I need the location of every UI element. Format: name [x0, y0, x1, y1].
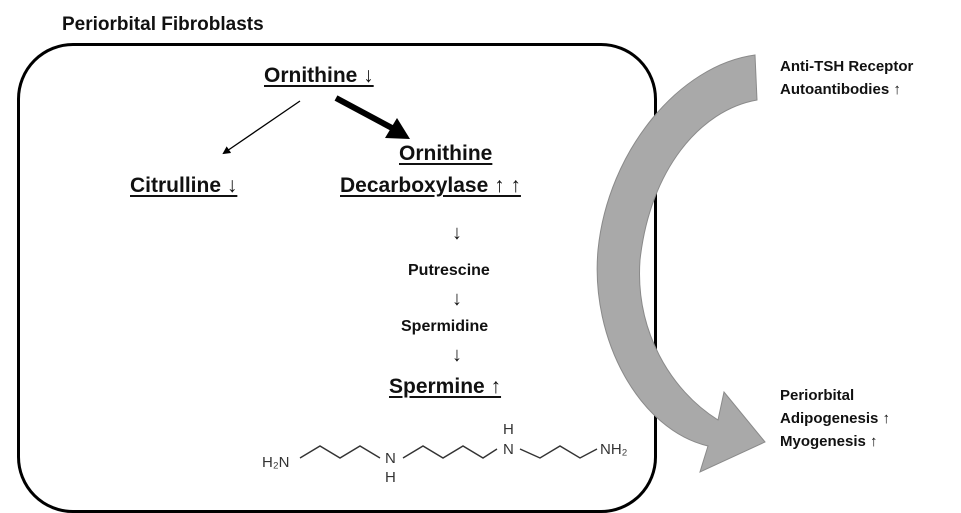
down-arrow-2: ↓: [452, 288, 462, 310]
node-citrulline: Citrulline ↓: [130, 174, 238, 197]
diagram-title: Periorbital Fibroblasts: [62, 14, 264, 35]
node-odc-line2: Decarboxylase ↑ ↑: [340, 174, 521, 197]
down-arrow-1: ↓: [452, 222, 462, 244]
mol-label-n1: N: [385, 450, 396, 467]
mol-label-n2: N: [503, 441, 514, 458]
arrow-to-decarboxylase: [334, 95, 394, 131]
effects-label: Periorbital Adipogenesis ↑ Myogenesis ↑: [780, 384, 890, 453]
arrow-to-citrulline: [222, 100, 301, 155]
mol-label-h2n: H₂N: [262, 454, 290, 471]
spermine-structure-middle: [402, 445, 498, 459]
node-ornithine: Ornithine ↓: [264, 64, 374, 87]
node-putrescine: Putrescine: [408, 262, 490, 279]
curved-arrow: [596, 54, 766, 473]
mol-label-nh2: NH₂: [600, 441, 628, 458]
autoantibodies-line2: Autoantibodies ↑: [780, 81, 901, 98]
effects-line3: Myogenesis ↑: [780, 433, 878, 450]
spermine-structure: [299, 445, 381, 459]
diagram-graphics: H₂N N H H N NH₂: [222, 54, 766, 486]
node-spermidine: Spermidine: [401, 318, 489, 335]
down-arrow-3: ↓: [452, 344, 462, 366]
arrow-to-decarboxylase-head: [385, 118, 410, 139]
spermine-structure-right: [519, 445, 598, 459]
mol-label-h2: H: [503, 421, 514, 438]
mol-label-h1: H: [385, 469, 396, 486]
autoantibodies-label: Anti-TSH Receptor Autoantibodies ↑: [780, 55, 913, 101]
node-spermine: Spermine ↑: [389, 375, 502, 398]
effects-line2: Adipogenesis ↑: [780, 410, 891, 427]
node-odc-line1: Ornithine: [399, 142, 493, 165]
effects-line1: Periorbital: [780, 387, 855, 404]
autoantibodies-line1: Anti-TSH Receptor: [780, 58, 914, 75]
